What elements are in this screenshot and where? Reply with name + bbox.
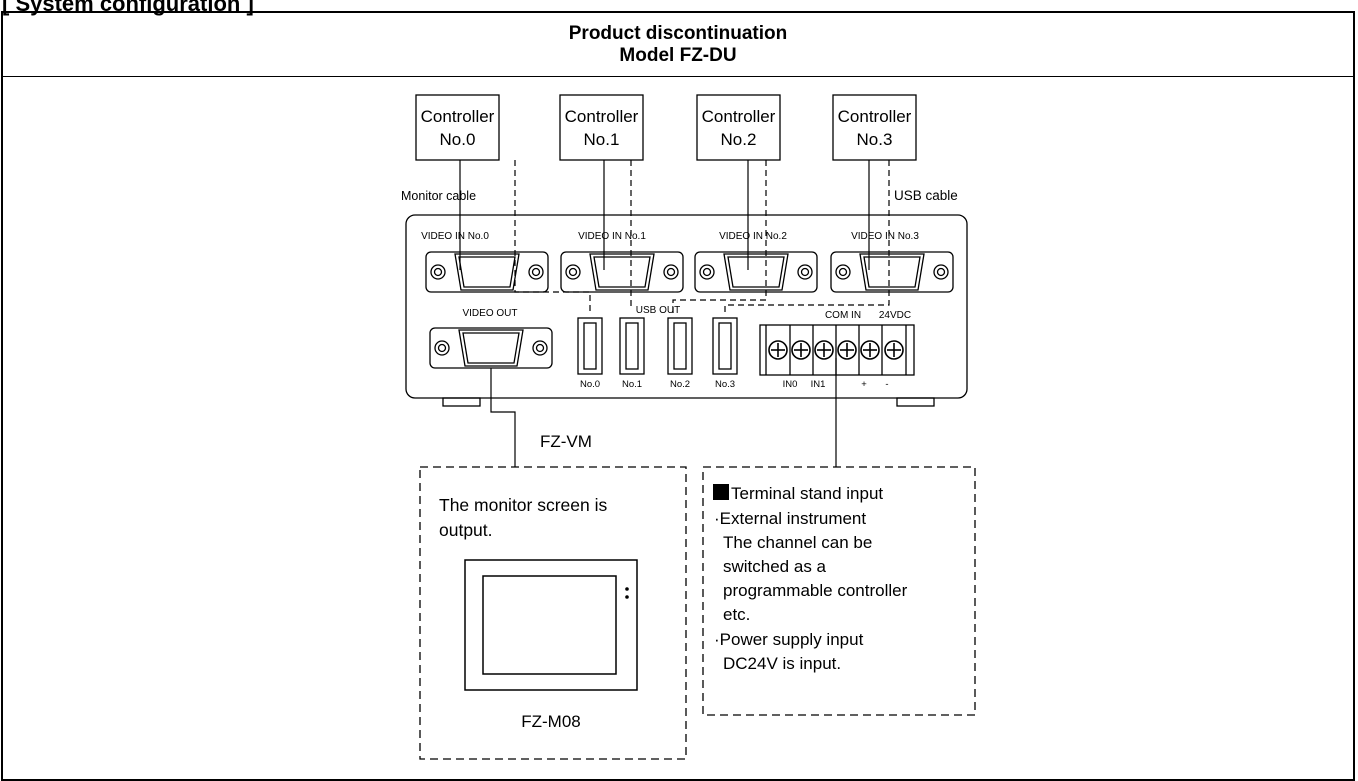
monitor-icon <box>464 559 638 691</box>
square-bullet-icon <box>713 484 729 500</box>
terminal-input-box <box>702 466 976 716</box>
controller-box-2 <box>696 94 781 161</box>
terminal-label-in0: IN0 <box>783 379 798 390</box>
video-in-connector-3 <box>830 251 954 293</box>
terminal-box-line: programmable controller <box>723 581 908 600</box>
usb-port-label-3: No.3 <box>715 379 735 390</box>
controller-box-1 <box>559 94 644 161</box>
controller-number: No.0 <box>440 130 476 149</box>
controller-number: No.1 <box>584 130 620 149</box>
com-in-label: COM IN <box>825 310 861 321</box>
terminal-label-in1: IN1 <box>811 379 826 390</box>
controller-number: No.3 <box>857 130 893 149</box>
video-in-label-2: VIDEO IN No.2 <box>719 231 787 242</box>
controller-label: Controller <box>838 107 912 126</box>
video-out-label: VIDEO OUT <box>462 308 517 319</box>
controller-box-0 <box>415 94 500 161</box>
monitor-output-box <box>419 466 687 760</box>
terminal-screw-icon <box>791 340 811 360</box>
vdc-label: 24VDC <box>879 310 911 321</box>
usb-cable-label: USB cable <box>894 188 958 203</box>
fz-vm-cable <box>490 368 516 467</box>
controller-number: No.2 <box>721 130 757 149</box>
title-line-2: Model FZ-DU <box>619 45 737 66</box>
fz-du-unit <box>405 214 968 399</box>
controller-label: Controller <box>565 107 639 126</box>
terminal-label-minus: - <box>885 379 888 390</box>
terminal-label-plus: + <box>861 379 867 390</box>
monitor-cable-label: Monitor cable <box>401 189 476 203</box>
title-line-1: Product discontinuation <box>568 23 788 44</box>
video-in-label-0: VIDEO IN No.0 <box>421 231 489 242</box>
terminal-screw-icon <box>860 340 880 360</box>
usb-port-0 <box>577 317 603 375</box>
usb-port-label-0: No.0 <box>580 379 600 390</box>
video-in-label-1: VIDEO IN No.1 <box>578 231 646 242</box>
terminal-box-line: ·External instrument <box>714 509 866 528</box>
terminal-screw-icon <box>884 340 904 360</box>
video-in-label-3: VIDEO IN No.3 <box>851 231 919 242</box>
monitor-text-line-2: output. <box>439 520 493 540</box>
usb-port-label-1: No.1 <box>622 379 642 390</box>
controller-box-3 <box>832 94 917 161</box>
controller-label: Controller <box>421 107 495 126</box>
video-in-connector-1 <box>560 251 684 293</box>
monitor-text-line-1: The monitor screen is <box>439 495 608 515</box>
usb-port-label-2: No.2 <box>670 379 690 390</box>
usb-port-1 <box>619 317 645 375</box>
monitor-model-label: FZ-M08 <box>521 712 581 731</box>
terminal-box-line: switched as a <box>723 557 827 576</box>
terminal-screw-icon <box>814 340 834 360</box>
terminal-box-line: etc. <box>723 605 750 624</box>
usb-cable-0 <box>514 160 591 313</box>
usb-port-3 <box>712 317 738 375</box>
fz-vm-label: FZ-VM <box>540 432 592 451</box>
terminal-box-line: ·Power supply input <box>714 630 864 649</box>
usb-out-label: USB OUT <box>636 305 680 316</box>
video-in-connector-0 <box>425 251 549 293</box>
video-in-connector-2 <box>694 251 818 293</box>
terminal-screw-icon <box>837 340 857 360</box>
usb-cable-3 <box>724 160 890 313</box>
video-out-connector <box>429 327 553 369</box>
terminal-box-line: DC24V is input. <box>723 654 841 673</box>
unit-foot-right <box>896 397 935 407</box>
terminal-screw-icon <box>768 340 788 360</box>
terminal-box-line: The channel can be <box>723 533 872 552</box>
controller-label: Controller <box>702 107 776 126</box>
usb-port-2 <box>667 317 693 375</box>
terminal-box-heading: Terminal stand input <box>731 484 883 503</box>
unit-foot-left <box>442 397 481 407</box>
usb-cable-2 <box>672 160 767 313</box>
title-cell: Product discontinuation Model FZ-DU <box>3 13 1353 77</box>
